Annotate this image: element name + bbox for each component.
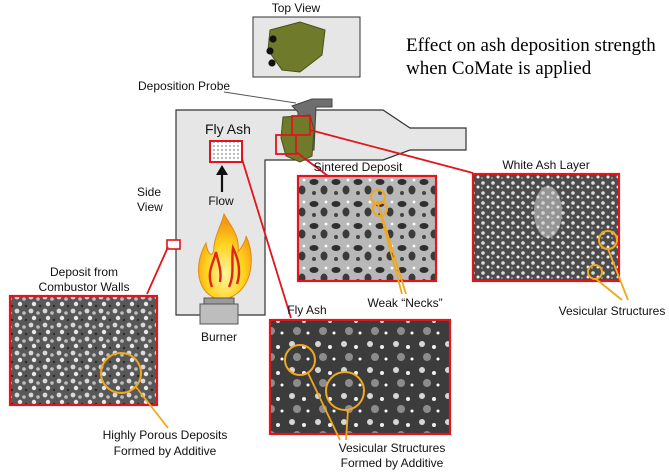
top-view-probe-dot bbox=[269, 35, 277, 43]
top-view-probe-dot bbox=[268, 59, 276, 67]
fly-ash-image bbox=[268, 318, 452, 436]
sintered-deposit-image bbox=[296, 174, 438, 283]
porous-deposits-label-line2: Formed by Additive bbox=[114, 444, 217, 458]
vesicle-leader bbox=[607, 248, 629, 301]
walls-deposit-label-line2: Combustor Walls bbox=[39, 280, 130, 294]
necks-leader bbox=[381, 215, 407, 295]
fly-ash-sample-box bbox=[209, 140, 243, 163]
diagram-title-line1: Effect on ash deposition strength bbox=[406, 35, 656, 56]
probe-deposit bbox=[280, 114, 315, 163]
diagram-title-line2: when CoMate is applied bbox=[406, 58, 592, 79]
side-view-label-line1: Side bbox=[137, 185, 161, 199]
burner-top bbox=[203, 297, 235, 305]
side-view-label-line2: View bbox=[137, 200, 163, 214]
vesicular-additive-label-line2: Formed by Additive bbox=[341, 456, 444, 470]
connector-white-ash bbox=[309, 129, 474, 174]
flame-inner-red bbox=[227, 244, 241, 288]
porous-leader bbox=[135, 386, 169, 429]
vesicular-structures-label: Vesicular Structures bbox=[559, 304, 666, 318]
vesicular-additive-label-line1: Vesicular Structures bbox=[339, 441, 446, 455]
fly-ash-vesicle-circle bbox=[325, 371, 365, 411]
vesicle-leader bbox=[595, 278, 623, 301]
white-ash-marker bbox=[291, 115, 311, 136]
top-view-probe-dot bbox=[266, 47, 274, 55]
weak-necks-label: Weak “Necks” bbox=[367, 296, 442, 310]
sintered-deposit-marker bbox=[275, 134, 297, 155]
porous-highlight-circle bbox=[100, 352, 142, 394]
top-view-label: Top View bbox=[272, 1, 321, 15]
sintered-deposit-label: Sintered Deposit bbox=[314, 160, 403, 174]
walls-deposit-image bbox=[8, 294, 159, 407]
flame-inner-red bbox=[208, 251, 222, 288]
vesicle-highlight-circle bbox=[587, 264, 603, 280]
white-ash-bright-region bbox=[534, 186, 562, 238]
fly-ash-chamber-label: Fly Ash bbox=[205, 121, 251, 137]
fly-ash-panel-label: Fly Ash bbox=[287, 303, 326, 317]
neck-highlight-circle bbox=[372, 201, 388, 217]
fly-ash-vesicle-circle bbox=[284, 344, 316, 376]
connector-walls bbox=[146, 246, 169, 295]
connector-sintered bbox=[295, 151, 329, 177]
fly-ash-vesicle-leader bbox=[307, 372, 341, 441]
burner-label: Burner bbox=[201, 330, 237, 344]
deposition-probe-label: Deposition Probe bbox=[138, 79, 230, 93]
flow-label: Flow bbox=[208, 194, 234, 208]
flow-arrow-head bbox=[216, 165, 228, 175]
walls-deposit-label-line1: Deposit from bbox=[50, 265, 118, 279]
burner-body bbox=[199, 303, 239, 325]
fly-ash-vesicle-leader bbox=[345, 409, 349, 441]
white-ash-layer-label: White Ash Layer bbox=[502, 158, 589, 172]
connector-fly-ash bbox=[241, 158, 292, 319]
porous-deposits-label-line1: Highly Porous Deposits bbox=[103, 428, 228, 442]
wall-sample-marker bbox=[166, 239, 181, 250]
deposition-probe-leader bbox=[223, 91, 297, 104]
